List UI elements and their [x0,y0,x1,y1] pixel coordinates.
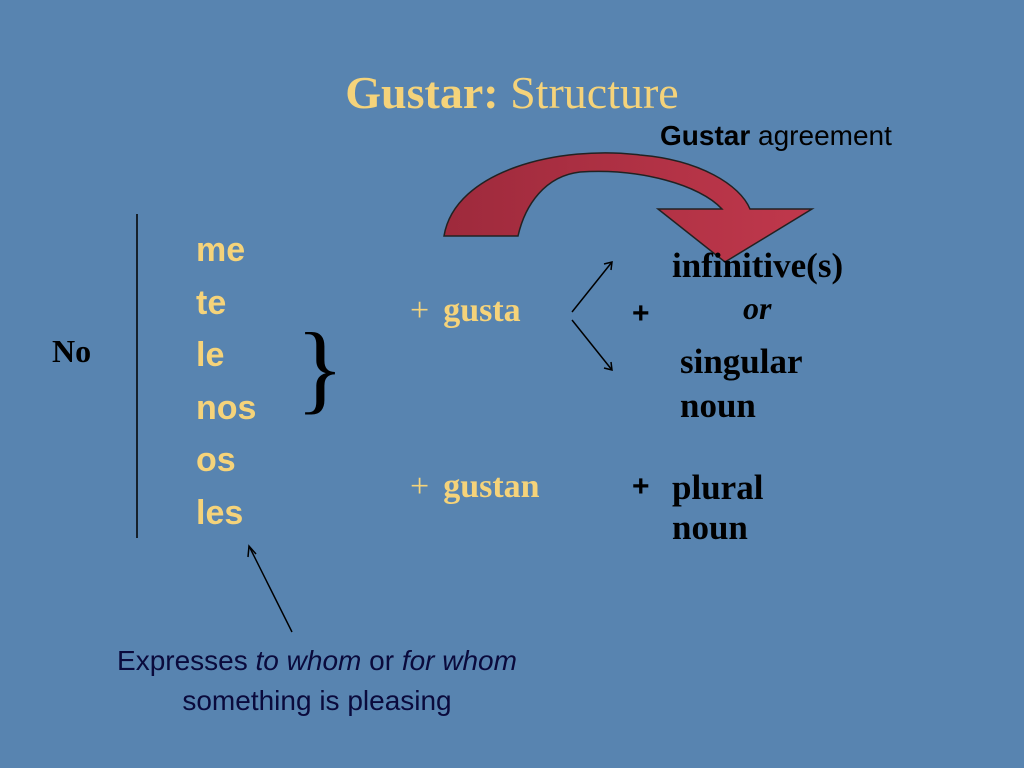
branch-arrow-down [571,319,613,371]
infinitive-label: infinitive(s) [672,246,844,285]
gusta-row: + gusta [410,292,521,330]
pronoun-te: te [196,283,227,322]
note-italic1: to whom [255,645,362,676]
pronoun-os: os [196,441,236,479]
explanation-note: Expresses to whom or for whom something … [0,641,634,721]
gustan-row: + gustan [410,468,540,506]
plus-sign-plural: + [632,470,650,503]
pronoun-brace: } [296,312,344,423]
singular-line1: singular [680,342,803,381]
agreement-rest: agreement [750,120,892,151]
pronoun-list: me te le nos os les [196,224,256,539]
branch-arrow-up [571,261,613,313]
title-rest: Structure [498,67,679,118]
note-italic2: for whom [401,645,517,676]
note-part1: Expresses [117,645,256,676]
agreement-label: Gustar agreement [660,120,892,152]
gusta-verb: gusta [443,292,521,329]
note-line2: something is pleasing [182,685,452,716]
pronoun-le: le [196,336,225,374]
pronoun-me: me [196,231,246,269]
note-line1: Expresses to whom or for whom [0,641,634,681]
plural-line2: noun [672,508,748,547]
pointer-arrow-head [247,544,257,558]
agreement-bold: Gustar [660,120,751,151]
branch-arrow-down-head [603,361,613,371]
plural-noun-label: plural noun [672,468,763,548]
agreement-curved-arrow [443,152,815,263]
branch-arrow-up-head [603,261,613,271]
singular-noun-label: singular noun [680,340,803,428]
gustan-verb: gustan [443,468,540,505]
plural-line1: plural [672,468,764,507]
title-bold: Gustar: [345,67,499,118]
pronoun-nos: nos [196,388,257,427]
no-label: No [52,333,92,369]
slide-title: Gustar: Structure [0,66,1024,119]
note-part2: or [361,645,402,676]
pointer-arrow [249,547,293,633]
pronoun-les: les [196,493,244,532]
gustan-plus: + [410,468,430,505]
singular-line2: noun [680,386,756,425]
plus-sign-singular: + [632,297,650,330]
or-label: or [743,290,772,326]
gusta-plus: + [410,292,430,329]
